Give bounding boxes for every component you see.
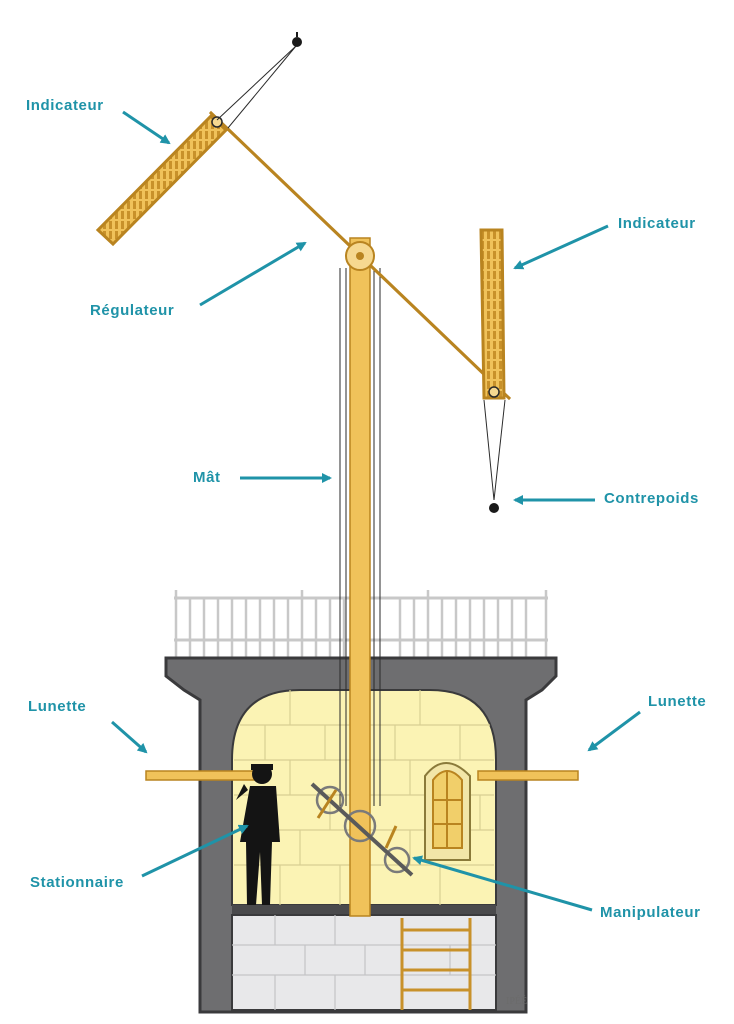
label-regulateur: Régulateur — [90, 302, 175, 319]
ladder — [400, 918, 472, 1010]
indicator-left-arm — [95, 113, 229, 247]
label-manipulateur: Manipulateur — [600, 904, 701, 921]
regulator-beam — [208, 110, 512, 401]
label-indicateur-right: Indicateur — [618, 215, 696, 232]
arrow-indicateur-left — [122, 110, 171, 145]
telescope-left — [145, 770, 265, 781]
label-indicateur-left: Indicateur — [26, 97, 104, 114]
label-lunette-left: Lunette — [28, 698, 87, 715]
counterweight-bottom — [483, 399, 506, 513]
arrow-lunette-right — [587, 710, 641, 752]
arrow-regulateur — [199, 241, 307, 307]
roof-railing — [174, 590, 548, 658]
indicator-right-arm — [479, 228, 506, 400]
label-mat: Mât — [193, 469, 221, 486]
counterweight-top — [216, 32, 302, 129]
operator-figure — [236, 764, 280, 905]
arrow-lunette-left — [111, 720, 148, 754]
label-stationnaire: Stationnaire — [30, 874, 124, 891]
mast — [339, 237, 381, 917]
pointer-arrows — [111, 110, 641, 912]
telescope-right — [477, 770, 579, 781]
label-lunette-right: Lunette — [648, 693, 707, 710]
arrow-stationnaire — [141, 824, 249, 878]
manipulator — [310, 782, 414, 877]
arrow-manipulateur — [412, 855, 593, 912]
label-contrepoids: Contrepoids — [604, 490, 699, 507]
arrow-indicateur-right — [513, 224, 609, 270]
window — [424, 762, 471, 861]
artist-signature: IPÉÉ — [506, 996, 528, 1007]
